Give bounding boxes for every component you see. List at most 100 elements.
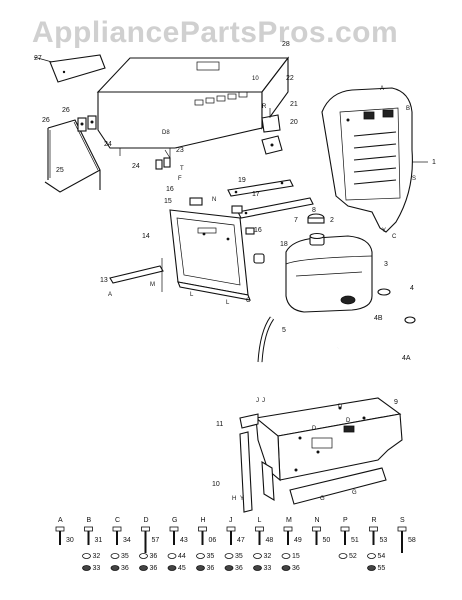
hardware-letter: P (343, 517, 348, 524)
hardware-letter: R (372, 517, 377, 524)
callout-16b: 16 (254, 227, 262, 234)
bolt-head-icon (397, 526, 407, 532)
callout-24b: 24 (132, 163, 140, 170)
hardware-extra-number: 15 (292, 553, 300, 560)
svg-text:10: 10 (252, 76, 259, 82)
letter-d2: D (338, 404, 343, 410)
part-callouts: 27 28 22 26 26 24 24 25 23 21 20 1 19 17… (34, 41, 436, 488)
part-9-frame (254, 397, 403, 505)
bolt-head-icon (55, 526, 65, 532)
washer-icon (139, 565, 148, 571)
hardware-extra-number: 33 (93, 565, 101, 572)
letter-callouts: A B S Y C R T F N M A L L C J J D D D G … (108, 86, 416, 502)
hardware-extra-number: 55 (378, 565, 386, 572)
letter-t: T (180, 166, 184, 172)
hardware-extra-number: 32 (264, 553, 272, 560)
washer-icon (253, 565, 262, 571)
callout-4: 4 (410, 285, 414, 292)
hardware-extra-number: 36 (292, 565, 300, 572)
hardware-extra-number: 36 (121, 565, 129, 572)
part-15-clip (189, 197, 203, 206)
hardware-part-number: 43 (180, 537, 188, 544)
hardware-letter: C (115, 517, 120, 524)
letter-a2: A (108, 292, 112, 298)
hardware-part-number: 47 (237, 537, 245, 544)
hardware-part-number: 51 (351, 537, 359, 544)
bolt-head-icon (141, 526, 150, 532)
washer-icon (196, 553, 205, 559)
callout-5: 5 (282, 327, 286, 334)
letter-h: H (232, 496, 236, 502)
washer-icon (82, 565, 91, 571)
hardware-letter: N (315, 517, 320, 524)
letter-b: B (406, 106, 410, 112)
bolt-head-icon (169, 526, 179, 532)
part-5-hose (257, 316, 275, 363)
hardware-extra-number: 36 (235, 565, 243, 572)
letter-y: Y (382, 228, 386, 234)
callout-27: 27 (34, 55, 42, 62)
hardware-letter: H (201, 517, 206, 524)
part-13-rod (109, 258, 164, 292)
letter-j2: J (262, 398, 265, 404)
watermark: AppliancePartsPros.com (32, 16, 398, 49)
letter-d3: D (312, 426, 317, 432)
washer-icon (281, 553, 291, 559)
washer-icon (338, 553, 348, 559)
callout-19: 19 (238, 177, 246, 184)
bolt-head-icon (340, 526, 350, 532)
callout-22: 22 (286, 75, 294, 82)
washer-icon (224, 553, 234, 559)
hardware-part-number: 06 (209, 537, 217, 544)
callout-20: 20 (290, 119, 298, 126)
letter-l2: L (226, 300, 230, 306)
callout-13: 13 (100, 277, 108, 284)
callout-15: 15 (164, 198, 172, 205)
hardware-part-number: 58 (408, 537, 416, 544)
hardware-extra-number: 52 (349, 553, 357, 560)
callout-28: 28 (282, 41, 290, 48)
washer-icon (253, 553, 262, 559)
washer-icon (167, 553, 177, 559)
hardware-part-number: 57 (152, 537, 160, 544)
callout-23: 23 (176, 147, 184, 154)
hardware-extra-number: 33 (264, 565, 272, 572)
bolt-head-icon (226, 526, 236, 532)
hardware-letter: D (144, 517, 149, 524)
part-3-fuel-tank (285, 232, 373, 313)
callout-26a: 26 (62, 107, 70, 114)
letter-m: M (150, 282, 155, 288)
callout-14: 14 (142, 233, 150, 240)
letter-j: J (256, 398, 259, 404)
callout-9: 9 (394, 399, 398, 406)
letter-g: G (352, 490, 357, 496)
callout-24a: 24 (104, 141, 112, 148)
callout-11: 11 (216, 421, 223, 428)
hardware-part-number: 53 (380, 537, 388, 544)
letter-l: L (190, 292, 194, 298)
callout-18: 18 (280, 241, 288, 248)
callout-7: 7 (294, 217, 298, 224)
letter-r: R (262, 104, 267, 110)
letter-a: A (380, 86, 384, 92)
callout-2: 2 (330, 217, 334, 224)
callout-1: 1 (432, 159, 436, 166)
hardware-part-number: 34 (123, 537, 131, 544)
callout-16a: 16 (166, 186, 174, 193)
letter-c2: C (246, 298, 251, 304)
bolt-head-icon (312, 526, 321, 532)
hardware-part-number: 31 (95, 537, 103, 544)
callout-17: 17 (252, 191, 260, 198)
hardware-letter: B (87, 517, 92, 524)
part-11-bracket (239, 413, 259, 429)
washer-icon (367, 553, 376, 559)
hardware-item-p: P 51 52 (338, 517, 359, 560)
part-10-plate (239, 431, 253, 513)
bolt-head-icon (84, 526, 93, 532)
